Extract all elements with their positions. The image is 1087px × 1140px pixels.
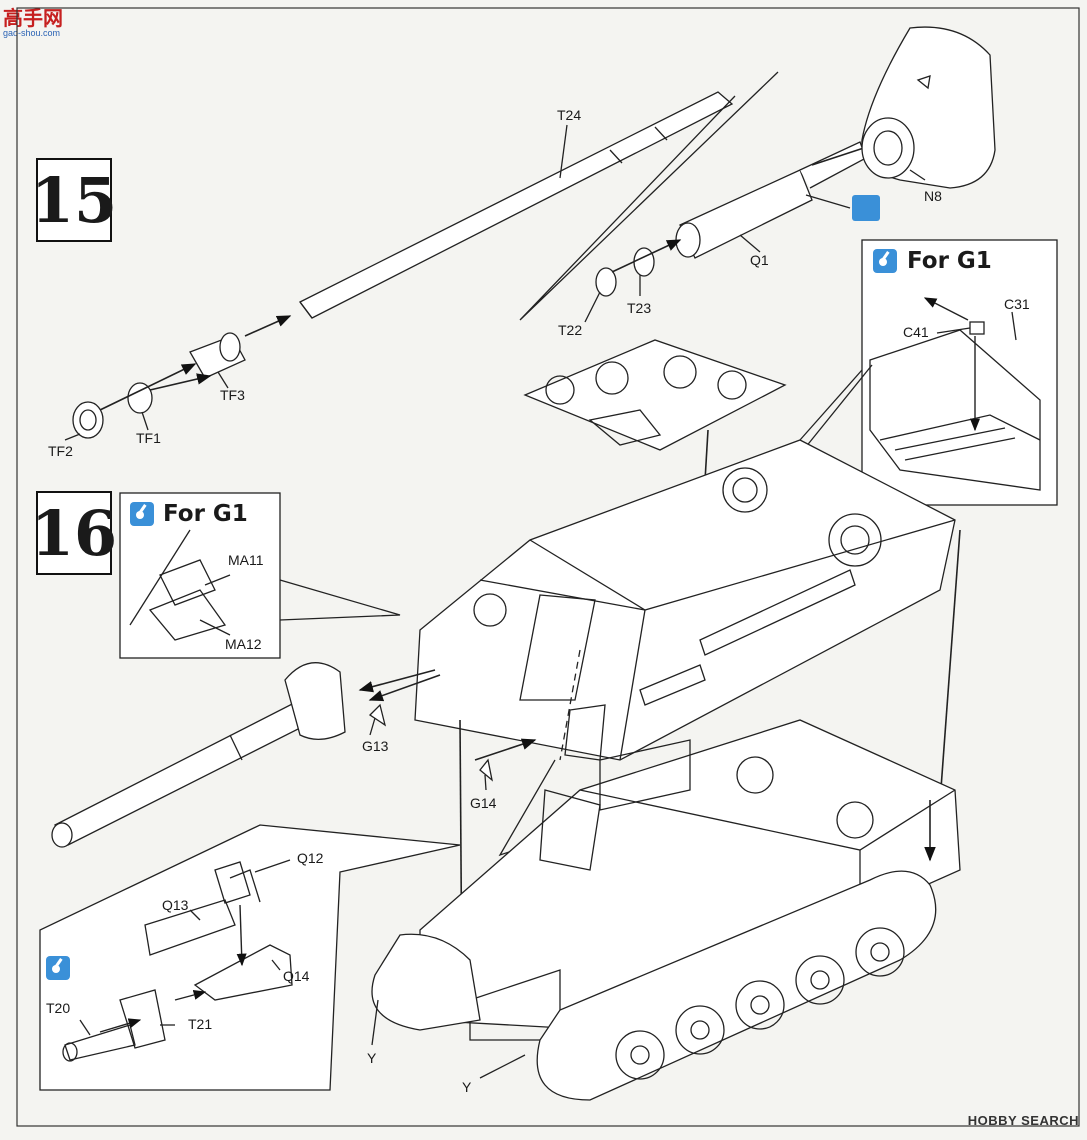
label-ma12: MA12 [225, 636, 262, 652]
watermark-sub: gao-shou.com [3, 28, 61, 38]
label-q1: Q1 [750, 252, 769, 268]
leader-y1 [371, 999, 379, 1046]
leader-q13 [189, 909, 201, 921]
muzzle-parts [72, 315, 292, 439]
label-c31: C31 [1004, 296, 1030, 312]
step-16-box: 16 [31, 491, 117, 575]
label-q12: Q12 [297, 850, 324, 866]
barrel-t24 [299, 91, 734, 319]
label-tf3: TF3 [220, 387, 245, 403]
label-t23: T23 [627, 300, 652, 316]
label-t22: T22 [558, 322, 583, 338]
leader-loop [519, 71, 779, 321]
leader-c41 [936, 327, 971, 334]
leader-paint [805, 194, 851, 209]
label-n8: N8 [924, 188, 942, 204]
leader-t20 [79, 1019, 91, 1036]
leader-ma11 [204, 574, 231, 586]
g1-callout-top [799, 239, 1058, 506]
leader-c31 [1011, 311, 1017, 341]
leader-tf2 [64, 433, 81, 441]
for-g1-heading-top: For G1 [907, 248, 992, 274]
leader-q14 [271, 959, 281, 971]
leader-q1 [739, 234, 761, 253]
track-left [371, 933, 481, 1031]
g1-callout-16 [119, 492, 401, 659]
label-t21: T21 [188, 1016, 213, 1032]
pin-icon [130, 502, 154, 526]
leader-g14 [484, 774, 487, 791]
label-c41: C41 [903, 324, 929, 340]
step-15-box: 15 [31, 158, 117, 242]
leader-ma12 [199, 619, 231, 636]
watermark-main: 高手网 [3, 8, 63, 30]
sleeve-q1 [675, 140, 884, 259]
label-y-right: Y [462, 1079, 472, 1095]
track-right [536, 870, 937, 1101]
label-ma11: MA11 [228, 552, 264, 568]
leader-tf3 [217, 371, 229, 389]
leader-y2 [479, 1054, 526, 1079]
label-g13: G13 [362, 738, 389, 754]
leader-g13 [369, 717, 376, 736]
label-y-left: Y [367, 1050, 377, 1066]
label-t20: T20 [46, 1000, 71, 1016]
leader-q12 [254, 859, 291, 873]
label-q14: Q14 [283, 968, 310, 984]
step-15-number: 15 [30, 163, 118, 237]
main-gun [51, 662, 346, 848]
for-g1-heading-16: For G1 [163, 501, 248, 527]
leader-tf1 [141, 411, 149, 431]
site-watermark-logo: 高手网 gao-shou.com [3, 2, 63, 38]
rings-t22-t23 [595, 239, 682, 297]
paint-icon [852, 195, 880, 221]
label-g14: G14 [470, 795, 497, 811]
step-16-number: 16 [30, 496, 118, 570]
mantlet-n8 [861, 26, 996, 189]
detail-callout-bottom [39, 824, 461, 1091]
label-q13: Q13 [162, 897, 189, 913]
leader-t24 [559, 124, 568, 179]
leader-n8 [909, 169, 926, 181]
page-border [16, 7, 1080, 1127]
leader-t22 [584, 291, 601, 323]
label-tf1: TF1 [136, 430, 161, 446]
pin-icon [873, 249, 897, 273]
hobbysearch-watermark: HOBBY SEARCH [967, 1113, 1079, 1128]
label-tf2: TF2 [48, 443, 73, 459]
label-t24: T24 [557, 107, 582, 123]
pin-icon [46, 956, 70, 980]
